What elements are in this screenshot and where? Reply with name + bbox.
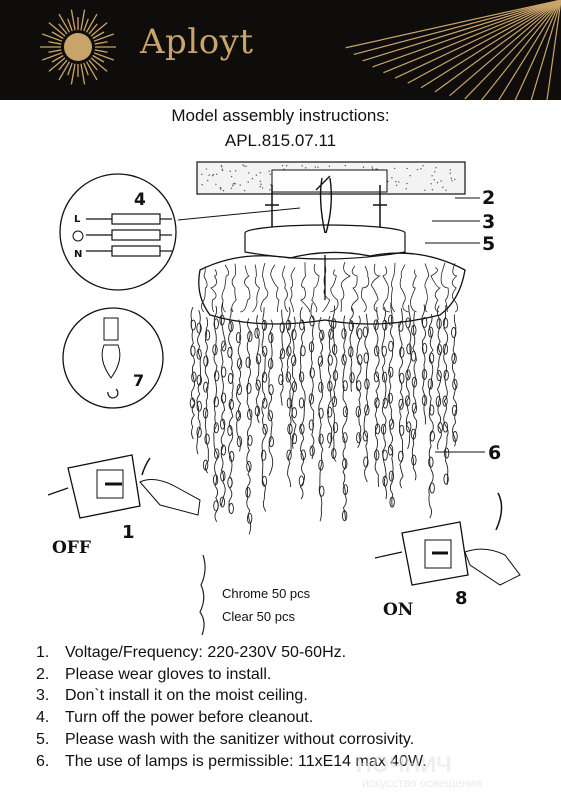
- assembly-diagram: 2 3 5 6 4 L N 7 1 8: [47, 161, 521, 636]
- crystal-strands: [189, 301, 458, 535]
- clear-count: Clear 50 pcs: [222, 609, 295, 624]
- ground-symbol-icon: [72, 230, 84, 242]
- candle-bulb-icon: [101, 344, 121, 379]
- list-item: 6.The use of lamps is permissible: 11xE1…: [36, 752, 427, 770]
- hand-pressing-on-icon: [464, 548, 521, 586]
- list-item: 2.Please wear gloves to install.: [36, 665, 272, 683]
- crystal-strand-sample: [199, 554, 206, 636]
- on-label: ON: [383, 600, 414, 620]
- sun-logo-icon: [64, 33, 92, 61]
- callout-lines: [177, 197, 485, 453]
- hand-pressing-off-icon: [139, 479, 201, 516]
- watermark-logo: НОЧНИЧ: [356, 752, 452, 777]
- brand-name: Aployt: [140, 22, 254, 62]
- callout-7: 6: [488, 442, 501, 464]
- terminal-block: [86, 213, 172, 257]
- callout-4: 4: [134, 190, 146, 210]
- mounting-bracket: [271, 169, 388, 193]
- callout-8: 8: [455, 588, 468, 609]
- supply-wires: [315, 175, 333, 234]
- wall-switch-off: [47, 454, 141, 519]
- off-label: OFF: [52, 538, 91, 558]
- ceiling-texture: [201, 164, 456, 192]
- model-number: APL.815.07.11: [224, 131, 337, 150]
- list-item: 4.Turn off the power before cleanout.: [36, 709, 314, 727]
- document-title: Model assembly instructions:: [171, 106, 390, 125]
- callout-2: 2: [482, 187, 495, 209]
- callout-6: 7: [133, 371, 144, 390]
- lamp-socket: [103, 317, 119, 341]
- sunburst-logo-graphic: [40, 0, 561, 100]
- list-item: 3.Don`t install it on the moist ceiling.: [36, 687, 308, 705]
- wire-label-n: N: [74, 249, 82, 260]
- chandelier-frame: [198, 251, 466, 325]
- instructions-list: 1.Voltage/Frequency: 220-230V 50-60Hz. 2…: [36, 642, 427, 772]
- list-item: 5.Please wash with the sanitizer without…: [36, 730, 415, 748]
- wire-label-l: L: [74, 214, 81, 225]
- callout-1: 1: [122, 522, 135, 543]
- watermark-tagline: искусство освещения: [362, 776, 482, 790]
- header-banner: Aployt: [0, 0, 561, 100]
- callout-3: 3: [482, 211, 495, 233]
- arrow-curve-icon: [495, 492, 503, 531]
- wall-switch-on: [374, 521, 469, 586]
- arrow-down-icon: [141, 457, 151, 476]
- rotate-arrow-icon: [107, 388, 119, 399]
- callout-5: 5: [482, 233, 495, 255]
- chrome-count: Chrome 50 pcs: [222, 586, 311, 601]
- frame-texture: [201, 261, 459, 313]
- list-item: 1.Voltage/Frequency: 220-230V 50-60Hz.: [36, 644, 347, 661]
